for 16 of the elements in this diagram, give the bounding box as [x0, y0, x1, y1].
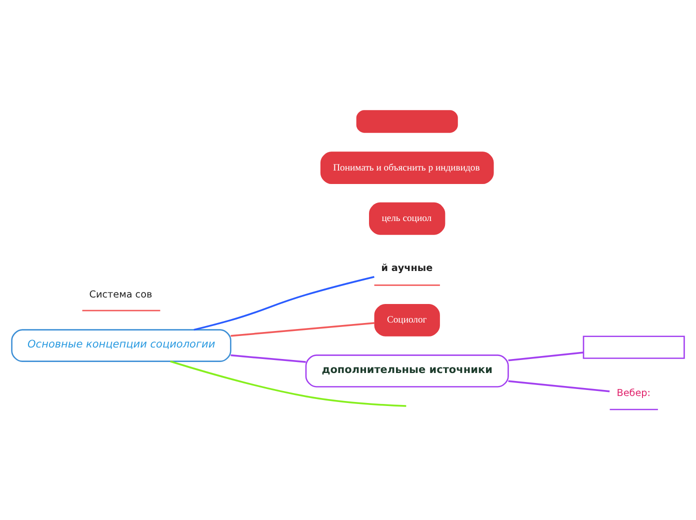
node-text: Система сов: [89, 289, 152, 300]
node-box: Понимать и объяснить р индивидов: [320, 152, 494, 184]
node-box: цель социол: [369, 202, 446, 235]
connector: [508, 380, 610, 392]
connector: [230, 354, 306, 363]
node-text: Вебер:: [616, 388, 651, 400]
node-text: й аучные: [381, 262, 433, 274]
connector: [194, 276, 374, 331]
connector: [230, 322, 374, 337]
node-box: [356, 110, 458, 133]
connector: [508, 352, 584, 362]
node-box: Социолог: [374, 304, 440, 336]
node-box: Основные концепции социологии: [11, 329, 232, 362]
node-box: [582, 336, 685, 359]
connector: [170, 360, 406, 407]
node-box: дополнительные источники: [305, 354, 509, 388]
